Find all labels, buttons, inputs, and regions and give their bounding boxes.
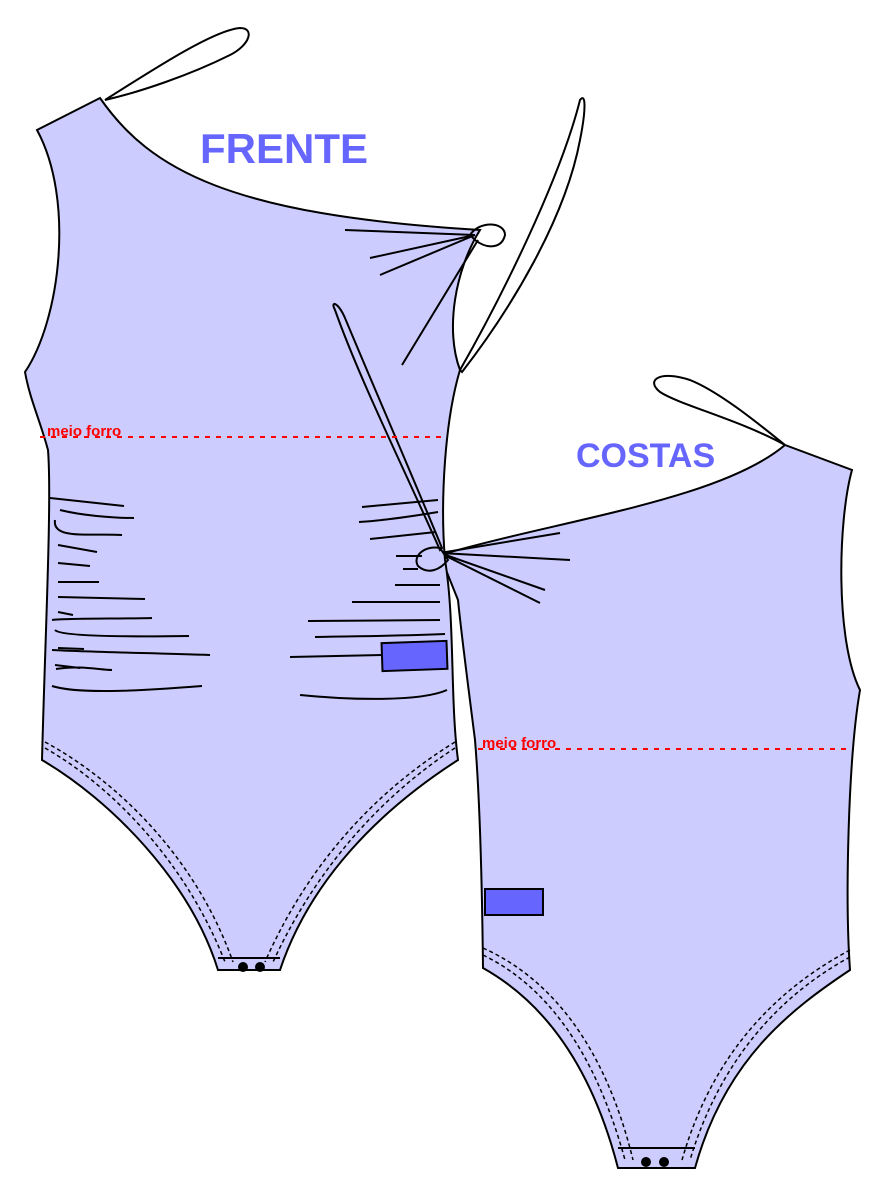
front-gathers-left [49, 497, 211, 693]
back-body [438, 443, 862, 1169]
front-hem-stitch-1 [44, 747, 226, 963]
back-title: COSTAS [576, 437, 715, 475]
snap-button [659, 1157, 669, 1167]
back-lining-label: meio forro [482, 735, 556, 752]
front-gathers-right [289, 499, 448, 700]
front-strap-loop [104, 26, 250, 101]
front-hem-stitch-4 [264, 741, 456, 963]
front-label-patch [380, 639, 449, 673]
snap-button [238, 962, 248, 972]
front-hem-stitch-3 [272, 747, 456, 963]
back-hem-stitch-2 [482, 947, 634, 1161]
front-body [23, 96, 482, 971]
back-hem-stitch-3 [689, 956, 851, 1161]
snap-button [255, 962, 265, 972]
front-tie [332, 302, 444, 552]
back-strap-loop [653, 375, 786, 446]
back-view [438, 375, 862, 1169]
snap-button [641, 1157, 651, 1167]
front-gathers-upper [344, 229, 479, 366]
back-label-patch [484, 888, 544, 916]
front-knot-lower [415, 546, 450, 572]
back-hem-stitch-4 [681, 949, 851, 1161]
front-view [23, 26, 586, 972]
front-hem-stitch-2 [44, 741, 234, 963]
front-lining-label: meio forro [47, 423, 121, 440]
front-title: FRENTE [200, 125, 368, 172]
front-knot-upper [468, 223, 507, 248]
back-gathers [439, 532, 571, 604]
front-long-strap [458, 97, 586, 374]
